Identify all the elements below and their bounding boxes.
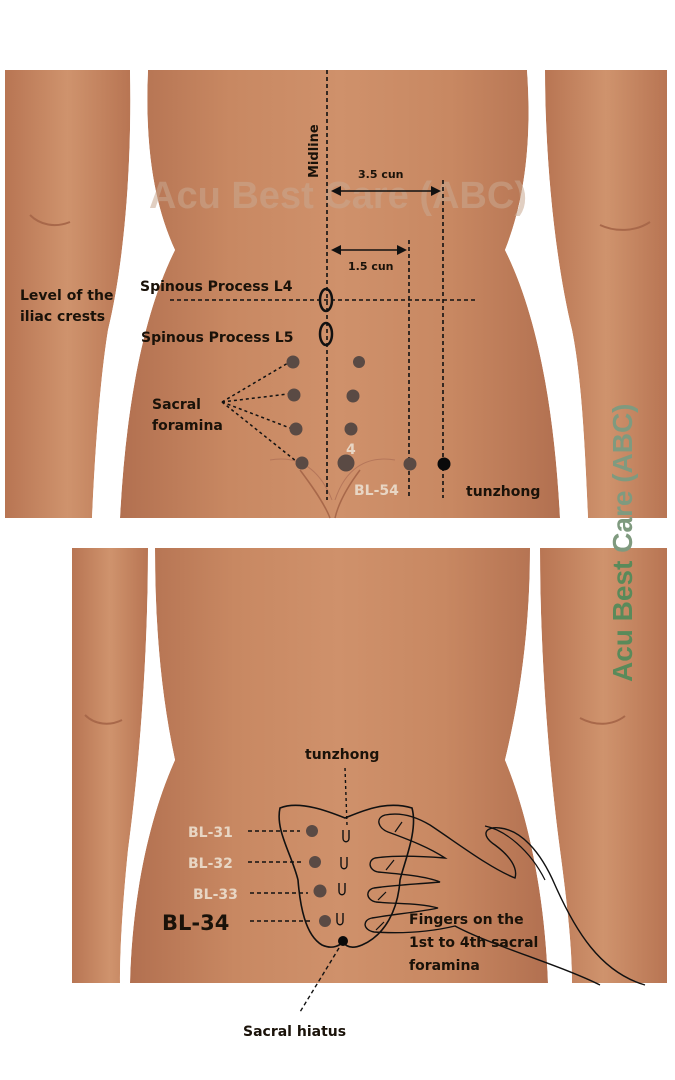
measure-35-label: 3.5 cun bbox=[358, 168, 404, 181]
bl34-label: BL-34 bbox=[162, 911, 229, 935]
bl31-label: BL-31 bbox=[188, 825, 233, 841]
top-panel: Acu Best Care (ABC) Midline 3.5 cun 1.5 … bbox=[5, 70, 667, 519]
l4-label: Spinous Process L4 bbox=[140, 279, 293, 295]
foramen-point bbox=[289, 422, 303, 436]
left-arm bbox=[5, 70, 131, 518]
bl34-point bbox=[319, 915, 331, 927]
bl32-point bbox=[309, 856, 321, 868]
watermark-top: Acu Best Care (ABC) bbox=[149, 175, 527, 217]
foramen-point bbox=[346, 389, 360, 403]
fingers-label-1: Fingers on the bbox=[409, 912, 524, 928]
l5-label: Spinous Process L5 bbox=[141, 330, 293, 346]
foramen-point bbox=[286, 355, 300, 369]
sacral-foramina-points bbox=[286, 355, 417, 472]
bl33-label: BL-33 bbox=[193, 887, 238, 903]
right-arm-bottom bbox=[540, 548, 667, 983]
sacral-label-2: foramina bbox=[152, 418, 223, 434]
sacral-hiatus-point bbox=[338, 936, 348, 946]
tunzhong-point bbox=[437, 457, 451, 471]
midline-label: Midline bbox=[307, 124, 322, 178]
sacrum-outline bbox=[278, 804, 415, 948]
hand-outline bbox=[364, 813, 646, 986]
bl33-point bbox=[313, 884, 327, 898]
foramen-point bbox=[344, 422, 358, 436]
right-arm bbox=[545, 70, 667, 518]
foramen-point bbox=[295, 456, 309, 470]
sacral-hiatus-label: Sacral hiatus bbox=[243, 1024, 346, 1040]
l4-spinous-marker bbox=[318, 287, 334, 313]
l5-spinous-marker bbox=[318, 321, 334, 347]
foramen-point bbox=[353, 356, 365, 368]
foramen-point bbox=[337, 454, 355, 472]
foramen-number-4: 4 bbox=[346, 442, 356, 458]
watermark-side: Acu Best Care (ABC) bbox=[607, 403, 638, 682]
fingers-label-3: foramina bbox=[409, 958, 480, 974]
torso bbox=[120, 70, 560, 518]
bl54-label: BL-54 bbox=[354, 483, 399, 499]
fingers-label-2: 1st to 4th sacral bbox=[409, 935, 538, 951]
bl31-point bbox=[306, 825, 318, 837]
bl54-point bbox=[403, 457, 417, 471]
iliac-label-2: iliac crests bbox=[20, 309, 105, 325]
foramen-point bbox=[287, 388, 301, 402]
left-arm-bottom bbox=[72, 548, 148, 983]
bl32-label: BL-32 bbox=[188, 856, 233, 872]
torso-bottom bbox=[130, 548, 548, 983]
iliac-label-1: Level of the bbox=[20, 288, 113, 304]
bottom-panel: tunzhong BL-31 BL-32 BL-33 BL-34 Fingers… bbox=[72, 548, 667, 1040]
tunzhong-label: tunzhong bbox=[466, 484, 540, 500]
tunzhong-label-bottom: tunzhong bbox=[305, 747, 379, 763]
measure-15-label: 1.5 cun bbox=[348, 260, 394, 273]
sacral-label-1: Sacral bbox=[152, 397, 201, 413]
